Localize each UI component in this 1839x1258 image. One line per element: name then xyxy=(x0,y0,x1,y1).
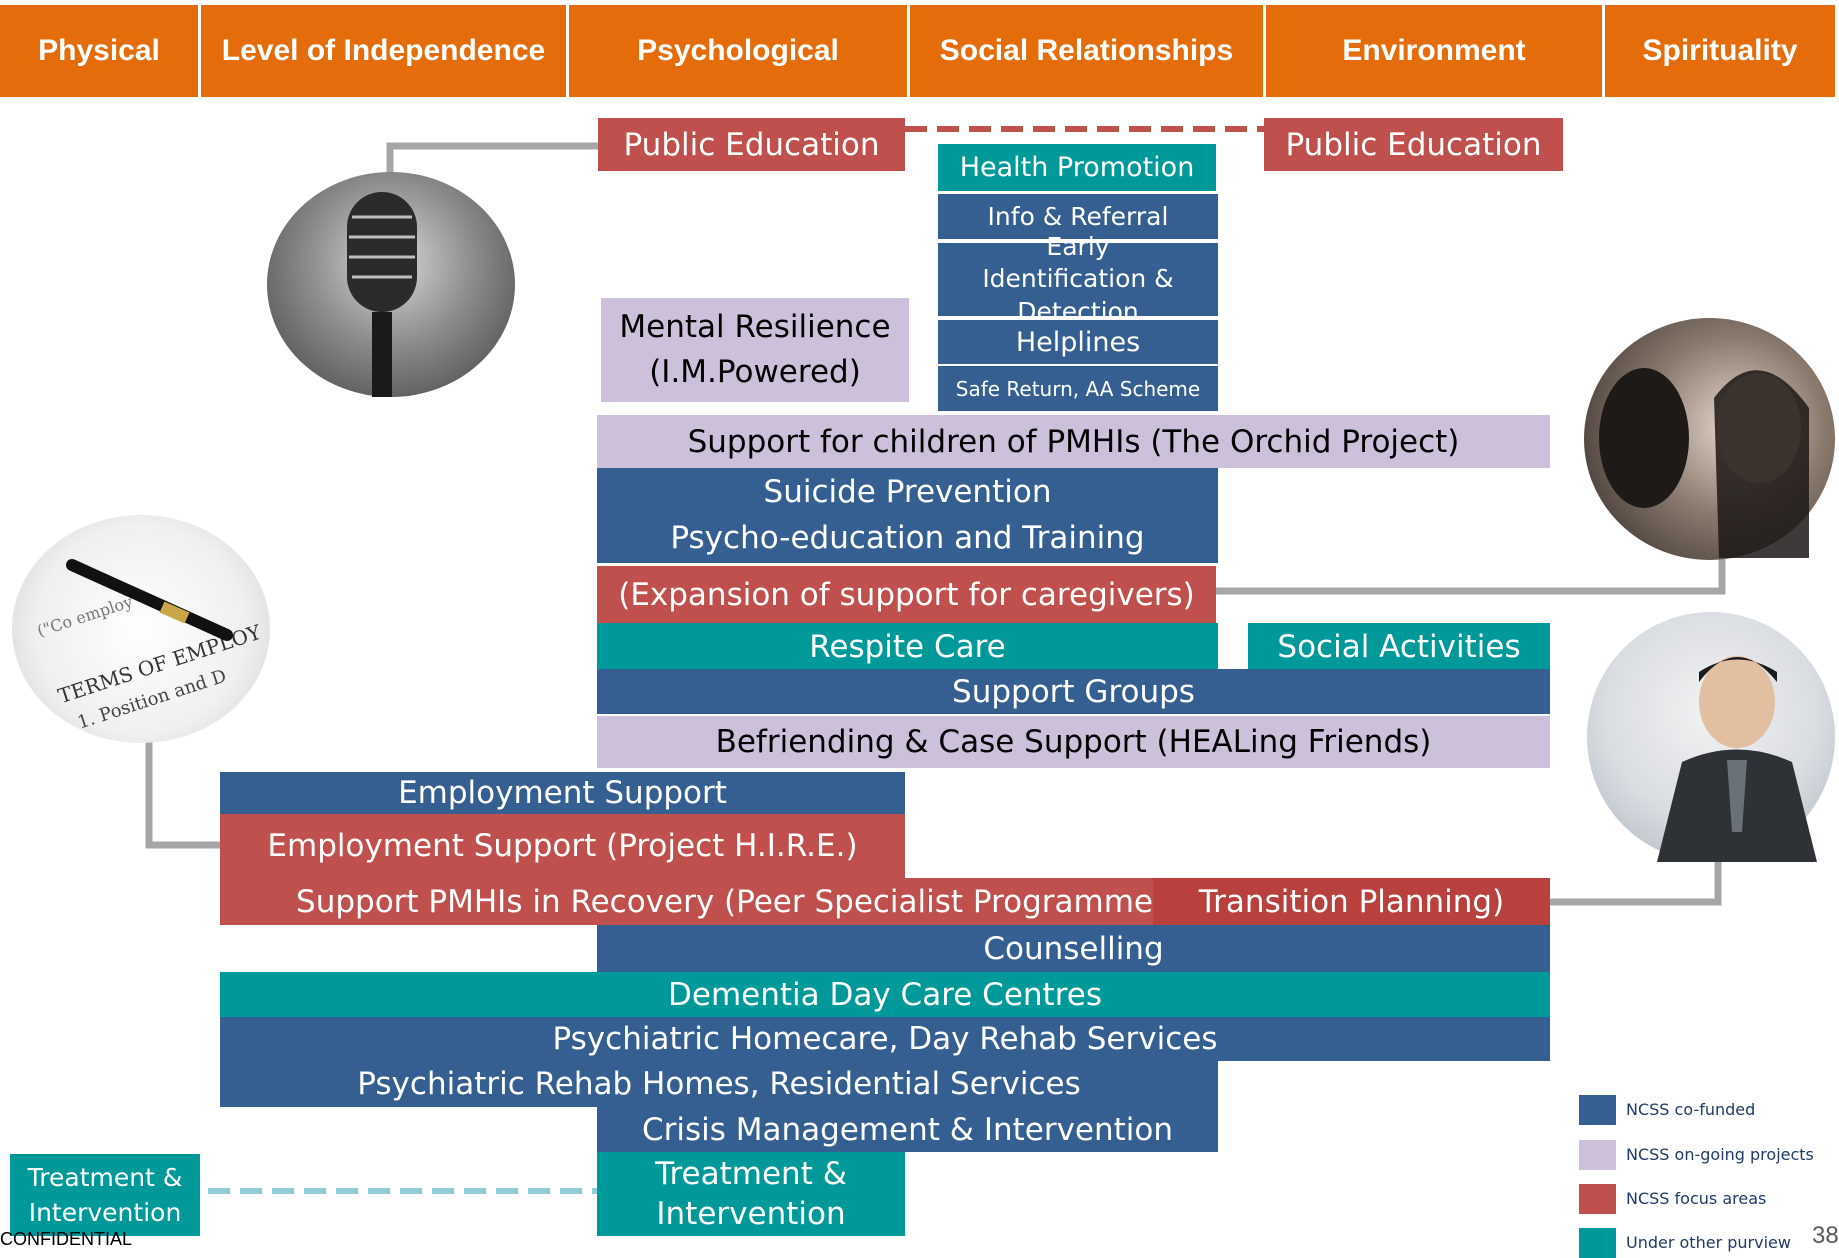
businessman-icon xyxy=(1657,656,1817,862)
suicide-prevention: Suicide Prevention xyxy=(597,468,1218,515)
legend-swatch-other xyxy=(1579,1228,1616,1258)
legend-label-focus: NCSS focus areas xyxy=(1626,1189,1767,1208)
legend-label-ongoing: NCSS on-going projects xyxy=(1626,1145,1814,1164)
legend-label-other: Under other purview xyxy=(1626,1233,1791,1252)
header-psychological: Psychological xyxy=(569,5,907,97)
pen-icon: TERMS OF EMPLOY 1. Position and D ("Co e… xyxy=(35,559,265,734)
orchid-project: Support for children of PMHIs (The Orchi… xyxy=(597,415,1550,468)
psychiatric-rehab-homes: Psychiatric Rehab Homes, Residential Ser… xyxy=(220,1061,1218,1107)
mental-resilience: Mental Resilience (I.M.Powered) xyxy=(601,298,909,402)
peer-specialist: Support PMHIs in Recovery (Peer Speciali… xyxy=(220,878,1155,925)
header-level-of-independence: Level of Independence xyxy=(201,5,566,97)
early-identification: Early Identification & Detection xyxy=(938,232,1218,326)
health-promotion: Health Promotion xyxy=(938,144,1216,191)
employment-hire: Employment Support (Project H.I.R.E.) xyxy=(220,814,905,878)
treatment-intervention-left: Treatment & Intervention xyxy=(10,1154,200,1236)
safe-return: Safe Return, AA Scheme xyxy=(938,366,1218,411)
caregivers: (Expansion of support for caregivers) xyxy=(597,566,1216,623)
connector-contract xyxy=(145,740,221,849)
microphone-photo xyxy=(267,172,515,397)
contract-pen-photo: TERMS OF EMPLOY 1. Position and D ("Co e… xyxy=(12,515,270,743)
connector-transition xyxy=(1549,842,1722,906)
social-activities: Social Activities xyxy=(1248,623,1550,671)
respite-care: Respite Care xyxy=(597,623,1218,671)
crisis-management: Crisis Management & Intervention xyxy=(597,1107,1218,1152)
confidential-label: CONFIDENTIAL xyxy=(0,1229,133,1249)
treatment-intervention-center: Treatment & Intervention xyxy=(597,1152,905,1236)
public-education-left: Public Education xyxy=(598,118,905,171)
legend-label-co-funded: NCSS co-funded xyxy=(1626,1100,1756,1119)
helplines: Helplines xyxy=(938,320,1218,364)
businessman-photo xyxy=(1587,612,1835,862)
legend-swatch-co-funded xyxy=(1579,1095,1616,1125)
legend-swatch-focus xyxy=(1579,1184,1616,1214)
info-referral: Info & Referral xyxy=(938,194,1218,239)
people-icon xyxy=(1599,368,1809,558)
support-groups: Support Groups xyxy=(597,669,1550,714)
page-number: 38 xyxy=(1812,1222,1839,1249)
women-talking-photo xyxy=(1584,318,1835,560)
employment-support: Employment Support xyxy=(220,772,905,814)
psycho-education: Psycho-education and Training xyxy=(597,513,1218,563)
counselling: Counselling xyxy=(597,925,1550,972)
befriending: Befriending & Case Support (HEALing Frie… xyxy=(597,716,1550,768)
dementia-day-care: Dementia Day Care Centres xyxy=(220,972,1550,1017)
svg-text:("Co employ: ("Co employ xyxy=(35,592,135,641)
header-environment: Environment xyxy=(1266,5,1602,97)
public-education-right: Public Education xyxy=(1264,118,1563,171)
microphone-icon xyxy=(347,192,417,397)
header-physical: Physical xyxy=(0,5,198,97)
transition-planning: Transition Planning) xyxy=(1153,878,1550,925)
header-spirituality: Spirituality xyxy=(1605,5,1835,97)
legend-swatch-ongoing xyxy=(1579,1140,1616,1170)
header-social-relationships: Social Relationships xyxy=(910,5,1263,97)
psychiatric-homecare: Psychiatric Homecare, Day Rehab Services xyxy=(220,1017,1550,1061)
